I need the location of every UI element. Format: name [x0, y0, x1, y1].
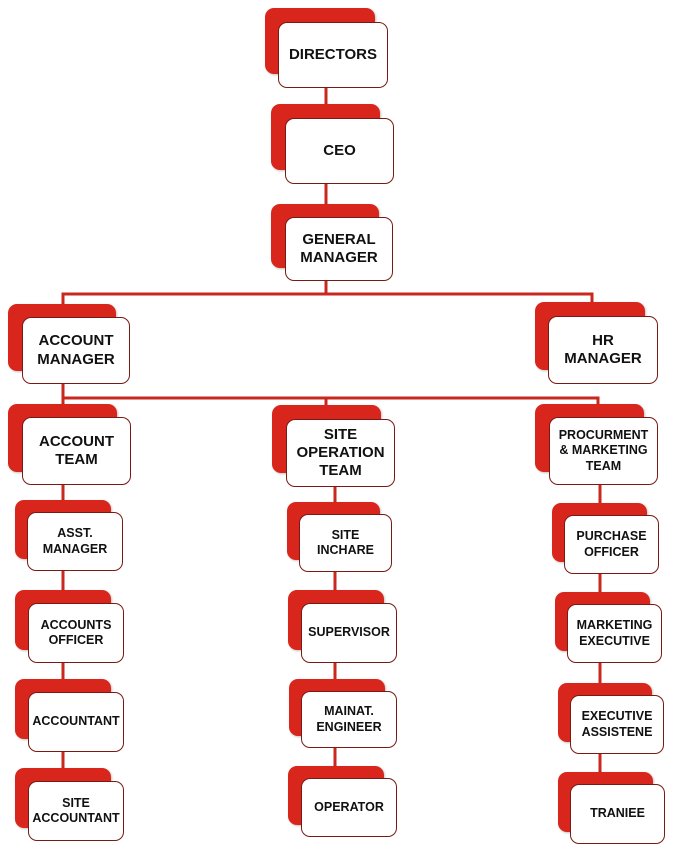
node-site-incharge: SITE INCHARE	[287, 502, 392, 572]
node-trainee: TRANIEE	[558, 772, 665, 844]
node-executive-assistant: EXECUTIVE ASSISTENE	[558, 683, 664, 754]
node-site-accountant: SITE ACCOUNTANT	[15, 768, 124, 841]
node-operator-label: OPERATOR	[301, 778, 397, 837]
node-accounts-officer: ACCOUNTS OFFICER	[15, 590, 124, 663]
node-purchase-officer-label: PURCHASE OFFICER	[564, 515, 659, 574]
node-procurement-marketing-team: PROCURMENT & MARKETING TEAM	[535, 404, 658, 485]
node-asst-manager-label: ASST. MANAGER	[27, 512, 123, 571]
node-maintenance-engineer-label: MAINAT. ENGINEER	[301, 691, 397, 748]
node-purchase-officer: PURCHASE OFFICER	[552, 503, 659, 574]
node-directors: DIRECTORS	[265, 8, 388, 88]
node-operator: OPERATOR	[288, 766, 397, 837]
node-marketing-executive: MARKETING EXECUTIVE	[555, 592, 662, 663]
node-trainee-label: TRANIEE	[570, 784, 665, 844]
node-hr-manager-label: HR MANAGER	[548, 316, 658, 384]
node-hr-manager: HR MANAGER	[535, 302, 658, 384]
node-general-manager-label: GENERAL MANAGER	[285, 217, 393, 281]
node-site-accountant-label: SITE ACCOUNTANT	[28, 781, 124, 841]
node-marketing-executive-label: MARKETING EXECUTIVE	[567, 604, 662, 663]
node-general-manager: GENERAL MANAGER	[271, 204, 393, 281]
node-executive-assistant-label: EXECUTIVE ASSISTENE	[570, 695, 664, 754]
node-procurement-marketing-team-label: PROCURMENT & MARKETING TEAM	[549, 417, 658, 485]
node-ceo-label: CEO	[285, 118, 394, 184]
node-maintenance-engineer: MAINAT. ENGINEER	[289, 679, 397, 748]
node-supervisor-label: SUPERVISOR	[301, 603, 397, 663]
node-accounts-officer-label: ACCOUNTS OFFICER	[28, 603, 124, 663]
node-supervisor: SUPERVISOR	[288, 590, 397, 663]
node-account-team: ACCOUNT TEAM	[8, 404, 131, 485]
node-directors-label: DIRECTORS	[278, 22, 388, 88]
node-account-team-label: ACCOUNT TEAM	[22, 417, 131, 485]
node-account-manager-label: ACCOUNT MANAGER	[22, 317, 130, 384]
node-asst-manager: ASST. MANAGER	[15, 500, 123, 571]
node-accountant: ACCOUNTANT	[15, 679, 124, 752]
node-site-operation-team: SITE OPERATION TEAM	[272, 405, 395, 487]
node-site-operation-team-label: SITE OPERATION TEAM	[286, 419, 395, 487]
node-accountant-label: ACCOUNTANT	[28, 692, 124, 752]
node-ceo: CEO	[271, 104, 394, 184]
node-site-incharge-label: SITE INCHARE	[299, 514, 392, 572]
node-account-manager: ACCOUNT MANAGER	[8, 304, 130, 384]
